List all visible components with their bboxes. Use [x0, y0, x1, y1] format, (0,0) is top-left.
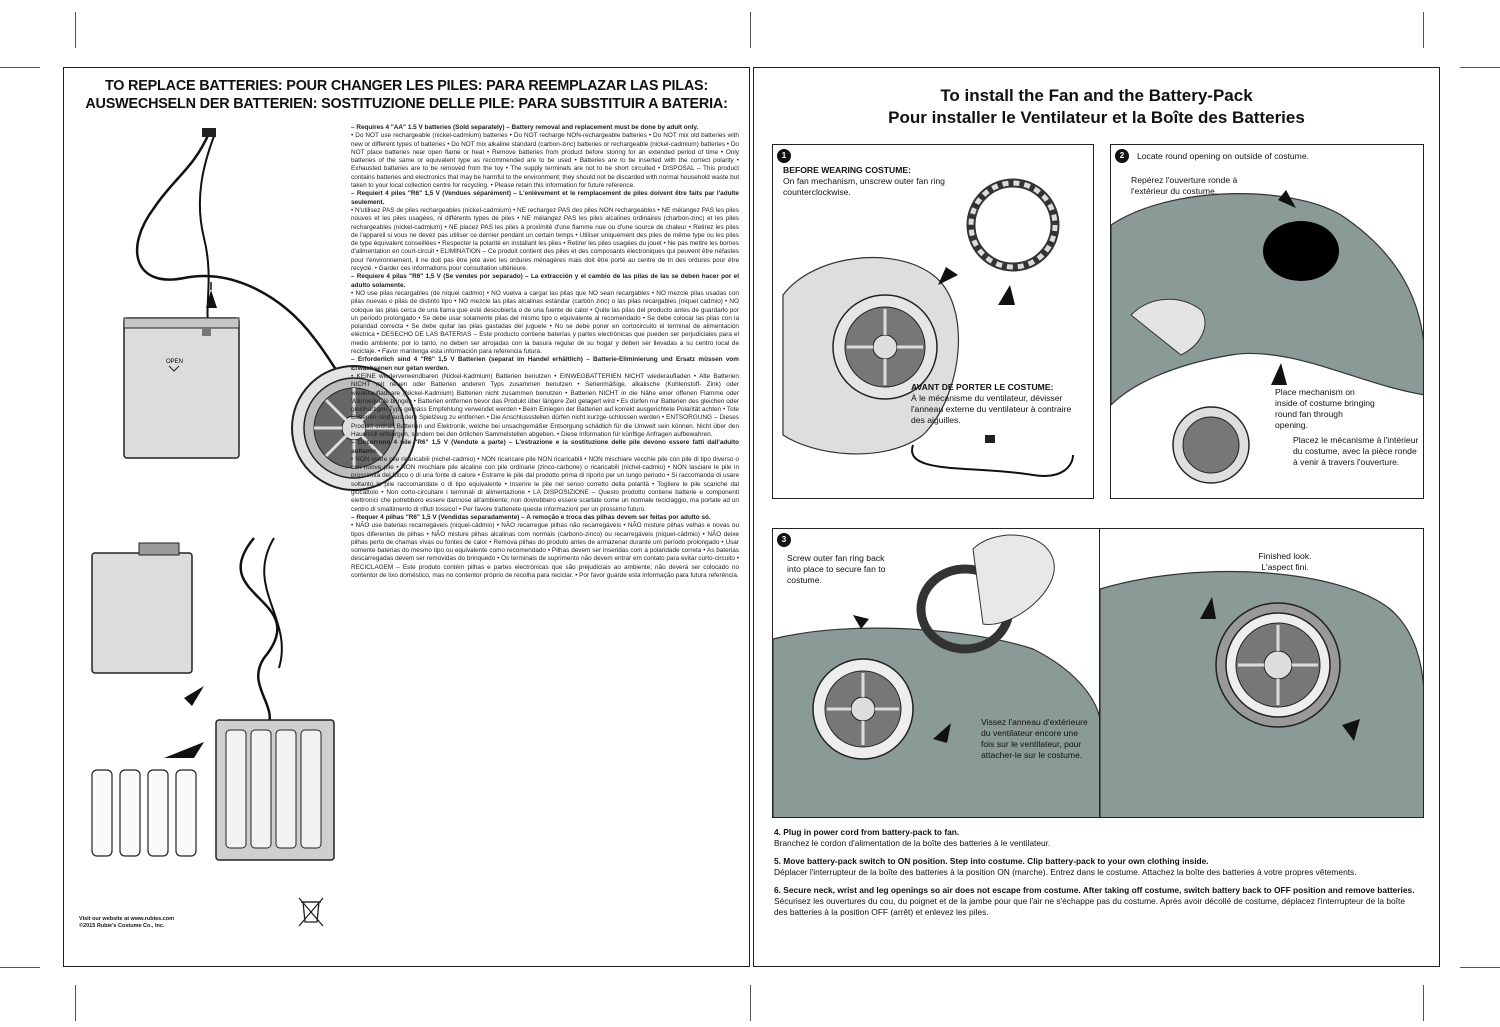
final-steps-list: 4. Plug in power cord from battery-pack … — [774, 827, 1419, 925]
page-subtitle: Pour installer le Ventilateur et la Boît… — [754, 108, 1439, 128]
step-6-en: 6. Secure neck, wrist and leg openings s… — [774, 885, 1415, 895]
warning-heading-es: – Requiere 4 pilas "R6" 1,5 V (Se vendes… — [351, 273, 739, 290]
copyright: ©2015 Rubie's Costume Co., Inc. — [79, 923, 174, 930]
step-1-heading-fr: AVANT DE PORTER LE COSTUME: — [911, 382, 1053, 392]
page-title: TO REPLACE BATTERIES: POUR CHANGER LES P… — [64, 78, 749, 95]
finished-look-fr: L'aspect fini. — [1220, 562, 1350, 573]
weee-recycling-icon — [296, 896, 326, 928]
step-3-text-fr: Vissez l'anneau d'extérieure du ventilat… — [981, 717, 1091, 761]
crop-mark — [1460, 967, 1500, 968]
step-2-panel: 2 Locate round opening on outside of cos… — [1110, 144, 1424, 499]
step-5-en: 5. Move battery-pack switch to ON positi… — [774, 856, 1209, 866]
step-2-text-en-top: Locate round opening on outside of costu… — [1137, 151, 1397, 162]
warning-text-fr: • N'utilisez PAS de piles rechargeables … — [351, 207, 739, 273]
finished-look-panel: Finished look. L'aspect fini. — [1099, 528, 1424, 818]
page-title: AUSWECHSELN DER BATTERIEN: SOSTITUZIONE … — [64, 96, 749, 113]
warning-heading-it: – Occorrono 4 pile "R6" 1,5 V (Vendute a… — [351, 439, 739, 456]
warning-text-es: • NO use pilas recargables (de níquel ca… — [351, 290, 739, 356]
step-1-text-fr: À le mécanisme du ventilateur, dévisser … — [911, 393, 1071, 425]
warning-text-it: • NON usare pile ricaricabili (nichel-ca… — [351, 456, 739, 514]
battery-warnings-text: – Requires 4 "AA" 1.5 V batteries (Sold … — [351, 124, 739, 580]
step-3-panel: 3 Screw outer fan ring back into place t… — [772, 528, 1100, 818]
install-instructions-page: To install the Fan and the Battery-Pack … — [753, 67, 1440, 967]
step-2-text-fr-bottom: Placez le mécanisme à l'intérieur du cos… — [1293, 435, 1421, 468]
crop-mark — [750, 12, 751, 48]
crop-mark — [1423, 12, 1424, 48]
warning-text-en: • Do NOT use rechargeable (nickel-cadmiu… — [351, 132, 739, 190]
open-label: OPEN — [166, 359, 183, 365]
finished-look-en: Finished look. — [1220, 551, 1350, 562]
crop-mark — [0, 67, 40, 68]
step-6-fr: Sécurisez les ouvertures du cou, du poig… — [774, 896, 1405, 917]
step-1-heading-en: BEFORE WEARING COSTUME: — [783, 165, 911, 175]
crop-mark — [75, 985, 76, 1021]
step-6: 6. Secure neck, wrist and leg openings s… — [774, 885, 1419, 917]
crop-mark — [75, 12, 76, 48]
crop-mark — [0, 967, 40, 968]
step-3-text-en: Screw outer fan ring back into place to … — [787, 553, 897, 586]
crop-mark — [1423, 985, 1424, 1021]
step-2-text-en-bottom: Place mechanism on inside of costume bri… — [1275, 387, 1375, 431]
crop-mark — [1460, 67, 1500, 68]
warning-heading-pt: – Requer 4 pilhas "R6" 1,5 V (Vendidas s… — [351, 514, 739, 522]
page-title: To install the Fan and the Battery-Pack — [754, 86, 1439, 106]
step-1-panel: 1 BEFORE WEARING COSTUME: On fan mechani… — [772, 144, 1094, 499]
battery-instructions-page: TO REPLACE BATTERIES: POUR CHANGER LES P… — [63, 67, 750, 967]
batteries-illustration — [84, 538, 344, 868]
step-4-fr: Branchez le cordon d'alimentation de la … — [774, 838, 1050, 848]
hand-fan-illustration — [773, 145, 1094, 499]
step-2-text-fr-top: Repérez l'ouverture ronde à l'extérieur … — [1131, 175, 1239, 197]
step-4: 4. Plug in power cord from battery-pack … — [774, 827, 1419, 848]
warning-heading-de: – Erforderlich sind 4 "R6" 1,5 V Batteri… — [351, 356, 739, 373]
website-link[interactable]: Visit our website at www.rubies.com — [79, 916, 174, 923]
step-4-en: 4. Plug in power cord from battery-pack … — [774, 827, 959, 837]
footer: Visit our website at www.rubies.com ©201… — [79, 916, 174, 930]
step-5: 5. Move battery-pack switch to ON positi… — [774, 856, 1419, 877]
step-5-fr: Déplacer l'interrupteur de la boîte des … — [774, 867, 1357, 877]
step-1-text-en: On fan mechanism, unscrew outer fan ring… — [783, 176, 945, 197]
warning-text-de: • KEINE wiederverwendbaren (Nickel-Kadmi… — [351, 373, 739, 439]
warning-heading-fr: – Requiert 4 piles "R6" 1,5 V (Vendues s… — [351, 190, 739, 207]
crop-mark — [750, 985, 751, 1021]
warning-text-pt: • NÃO use baterias recarregáveis (níquel… — [351, 522, 739, 580]
warning-heading-en: – Requires 4 "AA" 1.5 V batteries (Sold … — [351, 124, 739, 132]
